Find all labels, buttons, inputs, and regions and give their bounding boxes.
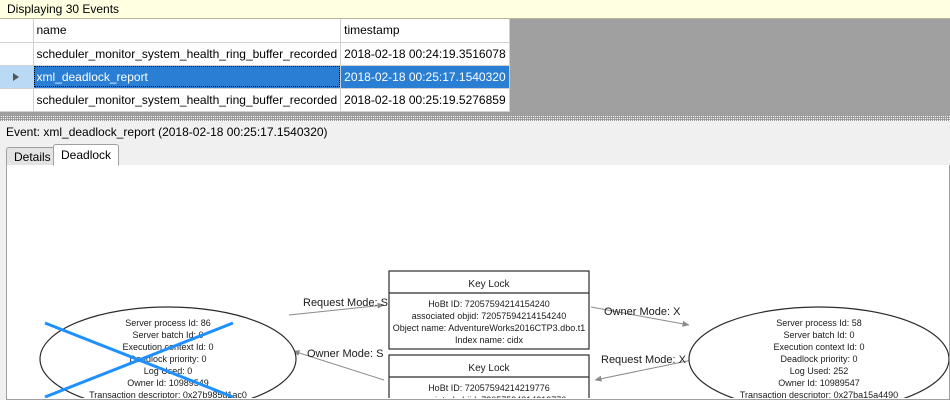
victim-cross-icon-stroke-b [44,321,234,398]
row-selector-cell[interactable] [0,88,34,112]
events-count-label: Displaying 30 Events [7,2,120,16]
process-left-line-3: Deadlock priority: 0 [129,354,206,364]
tab-details[interactable]: Details [6,147,59,165]
edge-right-owner: Owner Mode: X [590,306,690,327]
edge-left-request-label: Request Mode: S [303,297,388,309]
events-banner: Displaying 30 Events [0,0,950,19]
table-row-selected[interactable]: xml_deadlock_report 2018-02-18 00:25:17.… [0,65,510,89]
edge-left-owner: Owner Mode: S [292,348,385,381]
resource-node-keylock-bottom[interactable]: Key Lock HoBt ID: 72057594214219776 asso… [388,354,590,398]
cell-name[interactable]: scheduler_monitor_system_health_ring_buf… [33,88,342,112]
row-selector-cell[interactable] [0,42,34,66]
process-right-line-2: Execution context Id: 0 [773,342,864,352]
event-detail-pane: Event: xml_deadlock_report (2018-02-18 0… [0,121,950,400]
process-left-line-5: Owner Id: 10989549 [127,378,209,388]
events-table-header: name timestamp [0,19,510,43]
keylock-top-line-2: Object name: AdventureWorks2016CTP3.dbo.… [393,323,585,333]
process-right-line-4: Log Used: 252 [790,366,849,376]
tab-panel-deadlock: Request Mode: S Owner Mode: S Owner Mode… [6,165,950,400]
keylock-top-title: Key Lock [468,279,510,290]
process-node-left[interactable]: Server process Id: 86 Server batch Id: 0… [39,306,297,398]
keylock-top-box[interactable] [388,270,590,350]
deadlock-graph-canvas[interactable]: Request Mode: S Owner Mode: S Owner Mode… [7,165,949,398]
table-row[interactable]: scheduler_monitor_system_health_ring_buf… [0,88,510,112]
process-node-right[interactable]: Server process Id: 58 Server batch Id: 0… [688,306,949,398]
process-right-ellipse[interactable] [688,306,949,398]
edge-right-request-line [594,358,698,382]
events-grid[interactable]: name timestamp scheduler_monitor_system_… [0,19,950,116]
column-header-selector [0,19,34,43]
edge-left-request-line [288,302,385,316]
edge-left-owner-label: Owner Mode: S [307,348,383,360]
resource-node-keylock-top[interactable]: Key Lock HoBt ID: 72057594214154240 asso… [388,270,590,350]
edge-right-request: Request Mode: X [594,354,698,382]
process-right-line-3: Deadlock priority: 0 [780,354,857,364]
event-title-label: Event: xml_deadlock_report (2018-02-18 0… [6,125,328,139]
row-selector-cell[interactable] [0,65,34,89]
edge-right-request-label: Request Mode: X [601,354,687,366]
cell-name[interactable]: xml_deadlock_report [33,65,342,89]
cell-timestamp[interactable]: 2018-02-18 00:24:19.3516078 [340,42,510,66]
keylock-top-line-3: Index name: cidx [455,335,524,345]
edge-right-owner-label: Owner Mode: X [604,306,681,318]
edge-right-owner-line [590,306,690,327]
cell-name[interactable]: scheduler_monitor_system_health_ring_buf… [33,42,342,66]
edge-left-owner-line [292,350,385,381]
tab-deadlock[interactable]: Deadlock [53,144,120,166]
process-right-line-5: Owner Id: 10989547 [778,378,860,388]
row-indicator-arrow-icon [13,72,20,81]
events-table: name timestamp scheduler_monitor_system_… [0,19,510,112]
table-row[interactable]: scheduler_monitor_system_health_ring_buf… [0,42,510,66]
keylock-top-line-0: HoBt ID: 72057594214154240 [428,299,550,309]
keylock-bottom-line-0: HoBt ID: 72057594214219776 [428,383,550,393]
cell-timestamp[interactable]: 2018-02-18 00:25:17.1540320 [340,65,510,89]
header-row: name timestamp [0,19,510,43]
process-left-line-0: Server process Id: 86 [125,318,211,328]
process-right-line-6: Transaction descriptor: 0x27ba15a4490 [740,390,898,398]
process-right-line-0: Server process Id: 58 [776,318,862,328]
cell-timestamp[interactable]: 2018-02-18 00:25:19.5276859 [340,88,510,112]
edge-left-request: Request Mode: S [288,297,388,316]
column-header-name[interactable]: name [33,19,342,43]
horizontal-splitter[interactable] [0,116,950,121]
keylock-top-line-1: associated objid: 72057594214154240 [412,311,567,321]
process-left-line-6: Transaction descriptor: 0x27b985d1ac0 [89,390,247,398]
keylock-bottom-title: Key Lock [468,363,510,374]
keylock-bottom-line-1: associated objid: 72057594214219776 [412,395,567,398]
deadlock-graph-svg: Request Mode: S Owner Mode: S Owner Mode… [39,270,949,398]
process-right-line-1: Server batch Id: 0 [783,330,854,340]
detail-tabstrip: Details Deadlock [6,144,950,166]
column-header-timestamp[interactable]: timestamp [340,19,510,43]
process-left-line-1: Server batch Id: 0 [132,330,203,340]
events-table-body: scheduler_monitor_system_health_ring_buf… [0,42,510,112]
